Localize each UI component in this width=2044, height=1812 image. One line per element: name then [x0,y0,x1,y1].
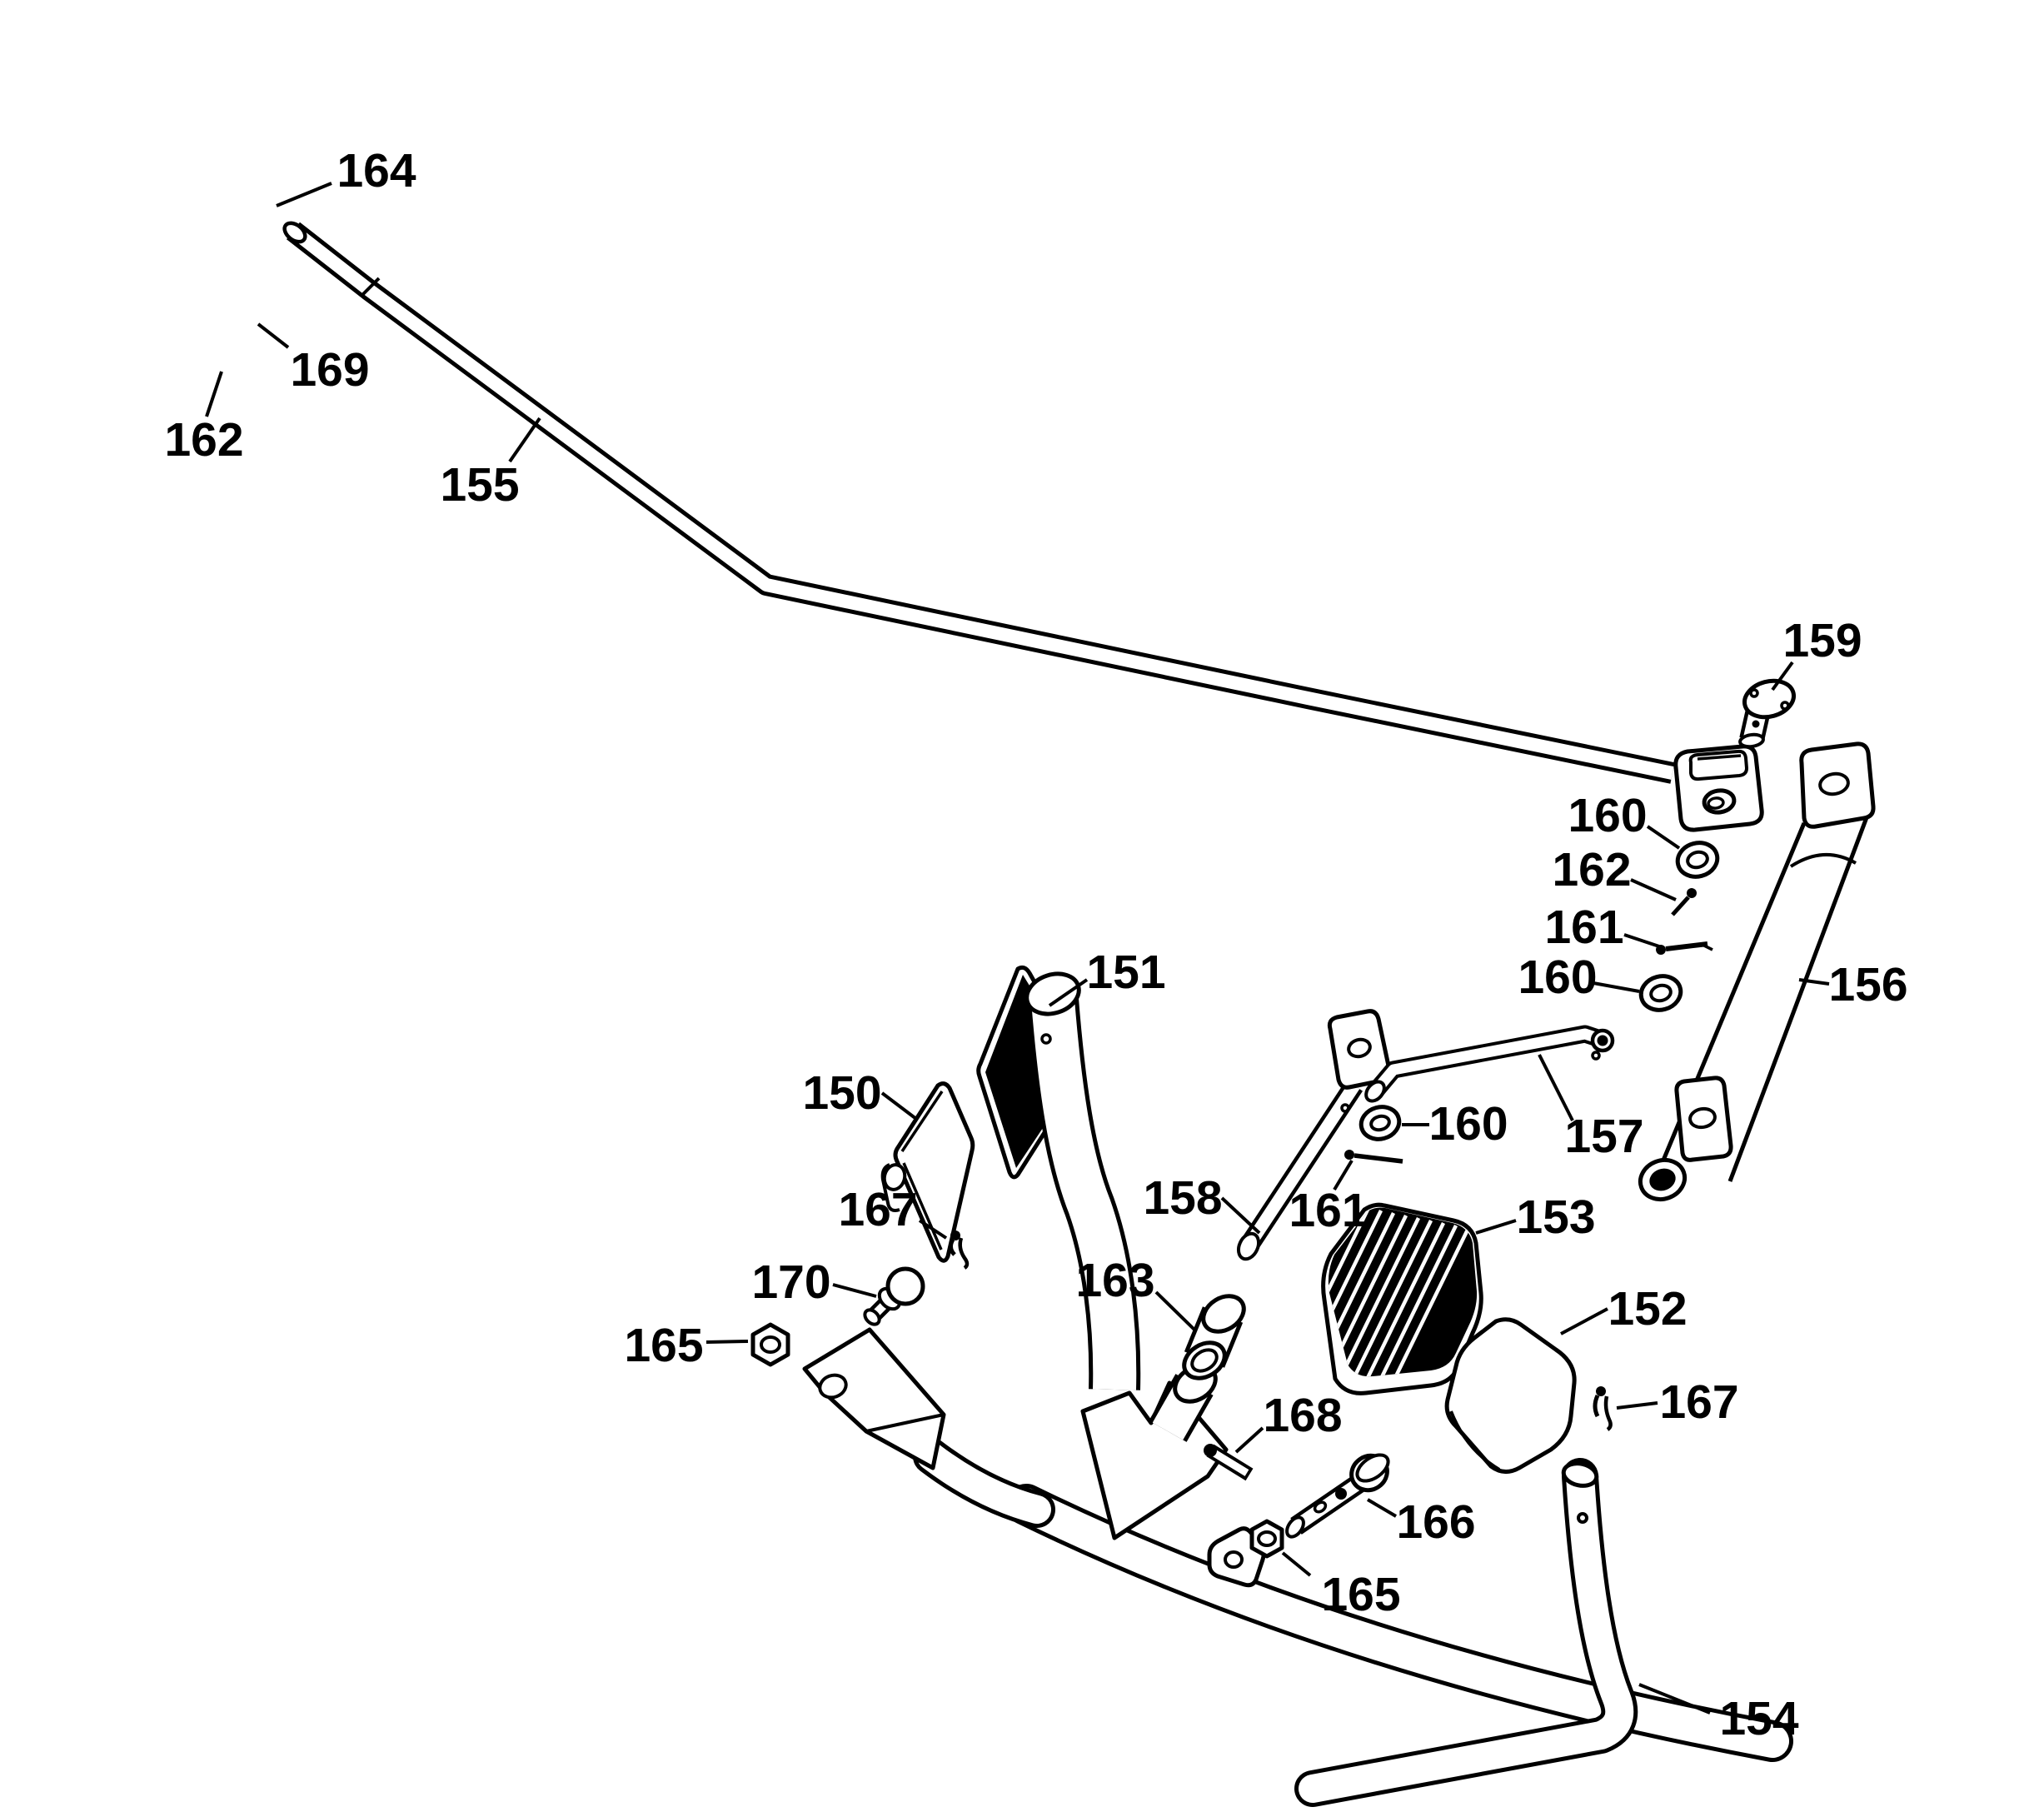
retainer-clip-167-b [1593,1386,1613,1431]
leader-line-167-a [918,1219,948,1240]
weldment-tab-hole [1224,1550,1244,1569]
leader-line-165-b [1281,1551,1312,1577]
rod-155-tip-cap [282,221,307,244]
part-label-153: 153 [1516,1191,1595,1244]
part-label-167-a: 167 [838,1183,917,1236]
leader-line-153 [1475,1219,1517,1235]
pin-161-b [1344,1150,1403,1164]
part-label-151: 151 [1086,946,1165,999]
leader-line-165-a [705,1340,749,1344]
part-label-161-b: 161 [1289,1184,1368,1237]
part-label-168: 168 [1263,1389,1342,1442]
leader-line-160-b [1593,981,1640,993]
clevis-pin-159 [1738,678,1796,749]
leader-line-157 [1538,1054,1574,1121]
part-label-160-c: 160 [1428,1097,1508,1151]
part-label-162-a: 162 [164,413,243,467]
leader-line-168 [1234,1426,1264,1454]
lock-nut-165-b [1249,1519,1284,1559]
leader-line-164 [276,182,332,207]
leader-line-166 [1366,1498,1398,1518]
leader-line-160-a [1646,825,1681,850]
left-plate-hole [818,1373,848,1400]
part-label-165-b: 165 [1321,1568,1400,1621]
washer-160-a [1675,841,1720,879]
part-label-156: 156 [1828,958,1907,1011]
pedal-shaft-weldment [802,971,1793,1762]
retainer-clip-167-a [948,1230,970,1270]
leader-line-150 [880,1091,918,1121]
pedal-pad-150 [880,1081,975,1263]
part-label-160-b: 160 [1518,951,1597,1004]
part-label-157: 157 [1564,1110,1643,1163]
leader-line-161-a [1623,933,1660,948]
leader-line-152 [1560,1307,1608,1335]
support-tube-154 [1294,1458,1638,1807]
link-tube-156 [1638,741,1876,1202]
part-label-167-b: 167 [1659,1375,1738,1429]
tube-154-open-end [1561,1461,1599,1488]
key-168 [1204,1444,1254,1481]
tube-156-bottom-hole [1688,1106,1717,1130]
pedal-pad-152 [1444,1317,1577,1474]
lock-nut-165-a [750,1322,790,1367]
part-label-155: 155 [440,458,519,512]
clevis-slot [1688,749,1748,781]
leader-line-159 [1771,661,1794,691]
part-label-160-a: 160 [1568,789,1647,842]
post-hole [1040,1033,1052,1045]
leader-line-158 [1220,1196,1261,1235]
part-label-158: 158 [1143,1171,1222,1225]
cotter-pin-161-a [1656,941,1713,955]
part-label-163: 163 [1075,1254,1154,1307]
part-label-166: 166 [1396,1495,1475,1549]
part-label-161-a: 161 [1544,901,1623,954]
leader-line-162-b [1630,878,1677,901]
pedal-rod-158 [1236,1009,1392,1261]
leader-line-163 [1154,1290,1196,1331]
washer-160-b [1638,974,1683,1012]
part-label-150: 150 [802,1066,881,1120]
part-label-170: 170 [751,1255,830,1309]
leader-line-167-b [1616,1401,1658,1410]
leader-line-154 [1638,1683,1711,1715]
part-label-154: 154 [1719,1692,1798,1745]
crank-rod-157 [1364,1025,1615,1103]
rod-155 [282,221,1675,784]
pad-150-hinge [882,1163,907,1191]
leader-line-162-a [205,371,223,417]
leader-line-169 [257,322,290,349]
leader-line-161-b [1333,1159,1354,1191]
rod-158-tab-hole [1347,1037,1372,1059]
rod-158-end [1236,1231,1261,1261]
part-label-162-b: 162 [1552,843,1631,896]
rod-157-left-end [1364,1080,1386,1103]
tube-154-hole [1577,1512,1588,1524]
pin-162-b [1671,888,1697,916]
leader-line-155 [508,417,541,463]
bolt-170-head [885,1266,925,1306]
part-label-169: 169 [290,343,369,397]
rod-155-collar [360,277,381,297]
leader-line-170 [832,1283,877,1298]
pedal-pad-153 [1321,1202,1483,1395]
part-label-159: 159 [1782,614,1862,667]
tube-156-top-hole [1818,771,1850,796]
part-label-152: 152 [1608,1282,1687,1335]
bushing-163 [1182,1294,1246,1380]
shoulder-bolt-170 [863,1266,925,1326]
leader-line-151 [1048,978,1089,1007]
rod-end-clevis [1673,744,1764,832]
leader-line-156 [1798,978,1830,986]
weldment-left-plate [802,1327,946,1470]
part-label-164: 164 [337,144,416,197]
part-label-165-a: 165 [624,1319,703,1372]
washer-160-c [1359,1105,1402,1141]
hex-bolt-166 [1285,1453,1390,1539]
